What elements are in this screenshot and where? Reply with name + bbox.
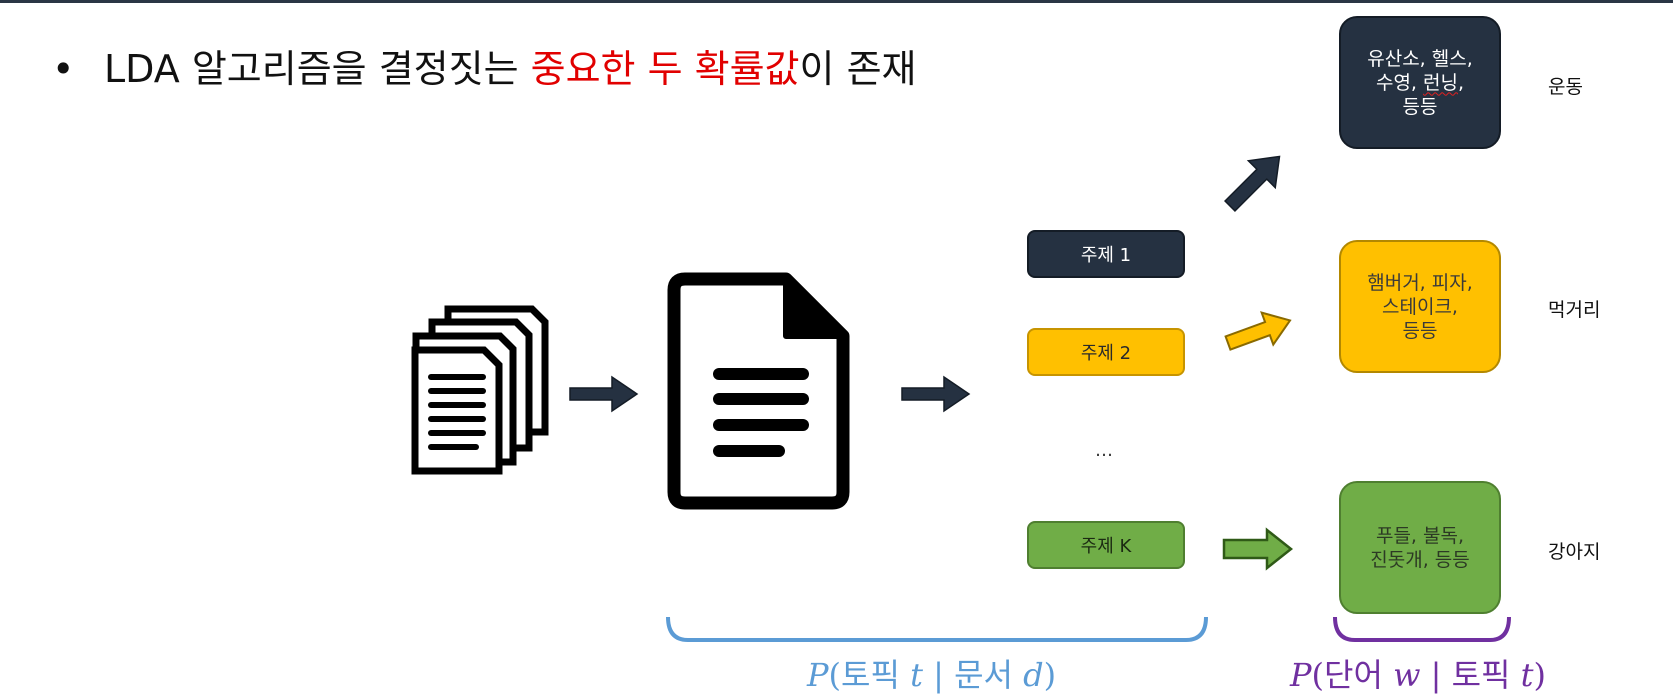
formula-word: 토픽: [1451, 656, 1521, 694]
formula-bar: |: [1420, 656, 1452, 694]
category-label-exercise: 운동: [1548, 76, 1583, 98]
headline-suffix: 이 존재: [799, 47, 917, 91]
arrow-right-icon: [901, 375, 971, 413]
formula-paren: (: [828, 656, 842, 694]
word-line: 진돗개, 등등: [1370, 548, 1470, 571]
topic-label: 주제 2: [1080, 343, 1132, 364]
formula-var: t: [910, 656, 923, 694]
formula-p: P: [807, 656, 829, 694]
topic-label: 주제 1: [1080, 245, 1132, 266]
formula-paren: ): [1043, 656, 1057, 694]
brace-icon: [1333, 616, 1511, 642]
word-group-food: 햄버거, 피자, 스테이크, 등등: [1339, 240, 1501, 373]
formula-word-given-topic: P(단어 w | 토픽 t): [1290, 650, 1546, 696]
word-group-exercise: 유산소, 헬스, 수영, 런닝, 등등: [1339, 16, 1501, 149]
word-line: 수영, 런닝,: [1376, 71, 1464, 95]
top-border-line: [0, 0, 1673, 3]
headline-bullet: • LDA 알고리즘을 결정짓는 중요한 두 확률값이 존재: [52, 46, 917, 92]
formula-p: P: [1290, 656, 1312, 694]
brace-icon: [666, 616, 1208, 642]
headline-prefix: LDA 알고리즘을 결정짓는: [104, 47, 531, 91]
arrow-right-icon: [1222, 527, 1294, 571]
topic-label: 주제 K: [1080, 536, 1132, 557]
formula-var: w: [1393, 656, 1421, 694]
headline-highlight: 중요한 두 확률값: [530, 47, 800, 91]
word-text-misspelled: 런닝: [1423, 71, 1458, 94]
formula-var: t: [1520, 656, 1534, 694]
formula-word: 토픽: [841, 656, 911, 694]
formula-paren: (: [1311, 656, 1325, 694]
category-label-dog: 강아지: [1548, 541, 1601, 563]
word-group-dog: 푸들, 불독, 진돗개, 등등: [1339, 481, 1501, 614]
word-line: 스테이크,: [1382, 295, 1458, 318]
bullet-dot: •: [52, 47, 75, 91]
category-label-food: 먹거리: [1548, 299, 1601, 321]
word-text: 수영,: [1375, 71, 1424, 94]
formula-var: d: [1023, 656, 1044, 694]
formula-bar: |: [922, 656, 955, 694]
formula-word: 단어: [1324, 656, 1394, 694]
topic-ellipsis: …: [1095, 440, 1113, 461]
formula-topic-given-document: P(토픽 t | 문서 d): [807, 650, 1056, 696]
arrow-right-icon: [569, 375, 639, 413]
arrow-up-right-icon: [1223, 155, 1281, 213]
formula-paren: ): [1533, 656, 1546, 694]
topic-box-1: 주제 1: [1027, 230, 1185, 278]
arrow-right-icon: [1224, 311, 1292, 351]
formula-word: 문서: [954, 656, 1024, 694]
word-line: 등등: [1402, 319, 1438, 342]
topic-box-2: 주제 2: [1027, 328, 1185, 376]
word-line: 푸들, 불독,: [1375, 524, 1465, 547]
topic-box-k: 주제 K: [1027, 521, 1185, 569]
documents-stack-icon: [411, 305, 549, 475]
word-text: ,: [1457, 71, 1465, 94]
word-line: 등등: [1402, 95, 1438, 118]
word-line: 유산소, 헬스,: [1367, 47, 1473, 70]
document-icon: [667, 272, 850, 510]
word-line: 햄버거, 피자,: [1367, 271, 1473, 294]
